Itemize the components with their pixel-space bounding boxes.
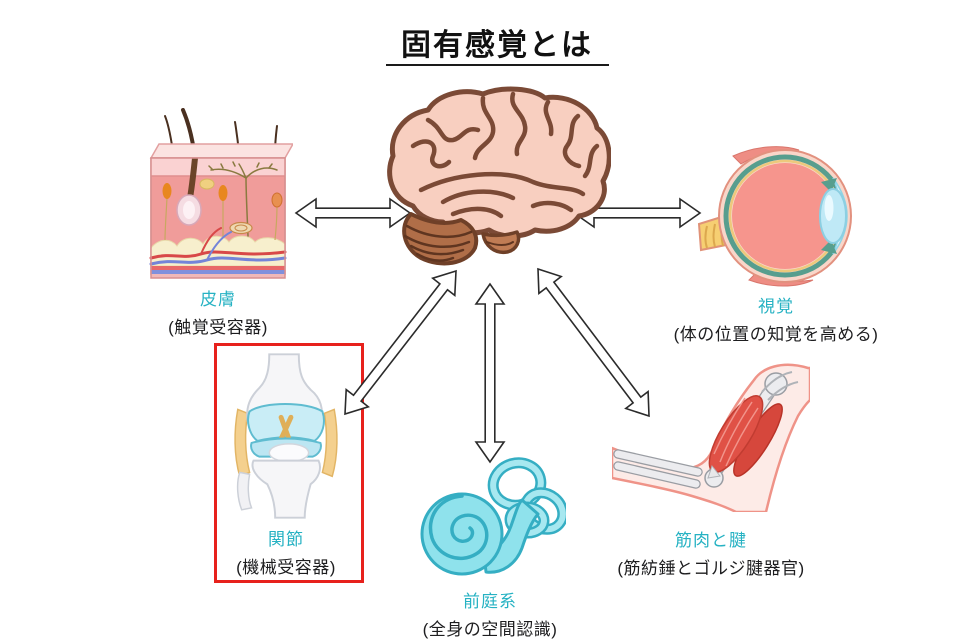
node-vestibular-description: (全身の空間認識) xyxy=(422,620,558,639)
highlight-box xyxy=(214,343,364,583)
vestibular-system-icon xyxy=(420,457,566,576)
bidirectional-arrow xyxy=(537,267,650,418)
brainstem xyxy=(481,230,521,255)
node-vision: 視覚 (体の位置の知覚を高める) xyxy=(668,142,884,345)
node-skin-description: (触覚受容器) xyxy=(168,318,268,337)
node-vision-label: 視覚 xyxy=(758,297,794,316)
node-muscle-label: 筋肉と腱 xyxy=(675,531,747,550)
brain-icon xyxy=(387,86,612,266)
eye-icon xyxy=(697,146,852,287)
node-skin: 皮膚 (触覚受容器) xyxy=(110,108,326,338)
node-muscle: 筋肉と腱 (筋紡錘とゴルジ腱器官) xyxy=(605,362,817,579)
node-skin-label: 皮膚 xyxy=(200,290,236,309)
page-title: 固有感覚とは xyxy=(401,29,593,62)
node-vestibular-label: 前庭系 xyxy=(463,592,517,611)
central-node-brain xyxy=(383,86,612,275)
title-underline xyxy=(386,64,609,66)
node-joint-description: (機械受容器) xyxy=(236,558,336,577)
knee-joint-icon xyxy=(234,353,338,519)
cerebellum xyxy=(402,212,479,266)
node-joint-label: 関節 xyxy=(268,530,304,549)
node-joint: 関節 (機械受容器) xyxy=(214,352,358,578)
bidirectional-arrow xyxy=(474,282,506,464)
node-vision-description: (体の位置の知覚を高める) xyxy=(673,325,879,344)
bidirectional-arrow xyxy=(344,269,457,416)
arm-muscle-icon xyxy=(612,363,810,512)
node-muscle-description: (筋紡錘とゴルジ腱器官) xyxy=(617,559,805,578)
skin-cross-section-icon xyxy=(149,108,293,279)
node-vestibular: 前庭系 (全身の空間認識) xyxy=(400,456,580,640)
